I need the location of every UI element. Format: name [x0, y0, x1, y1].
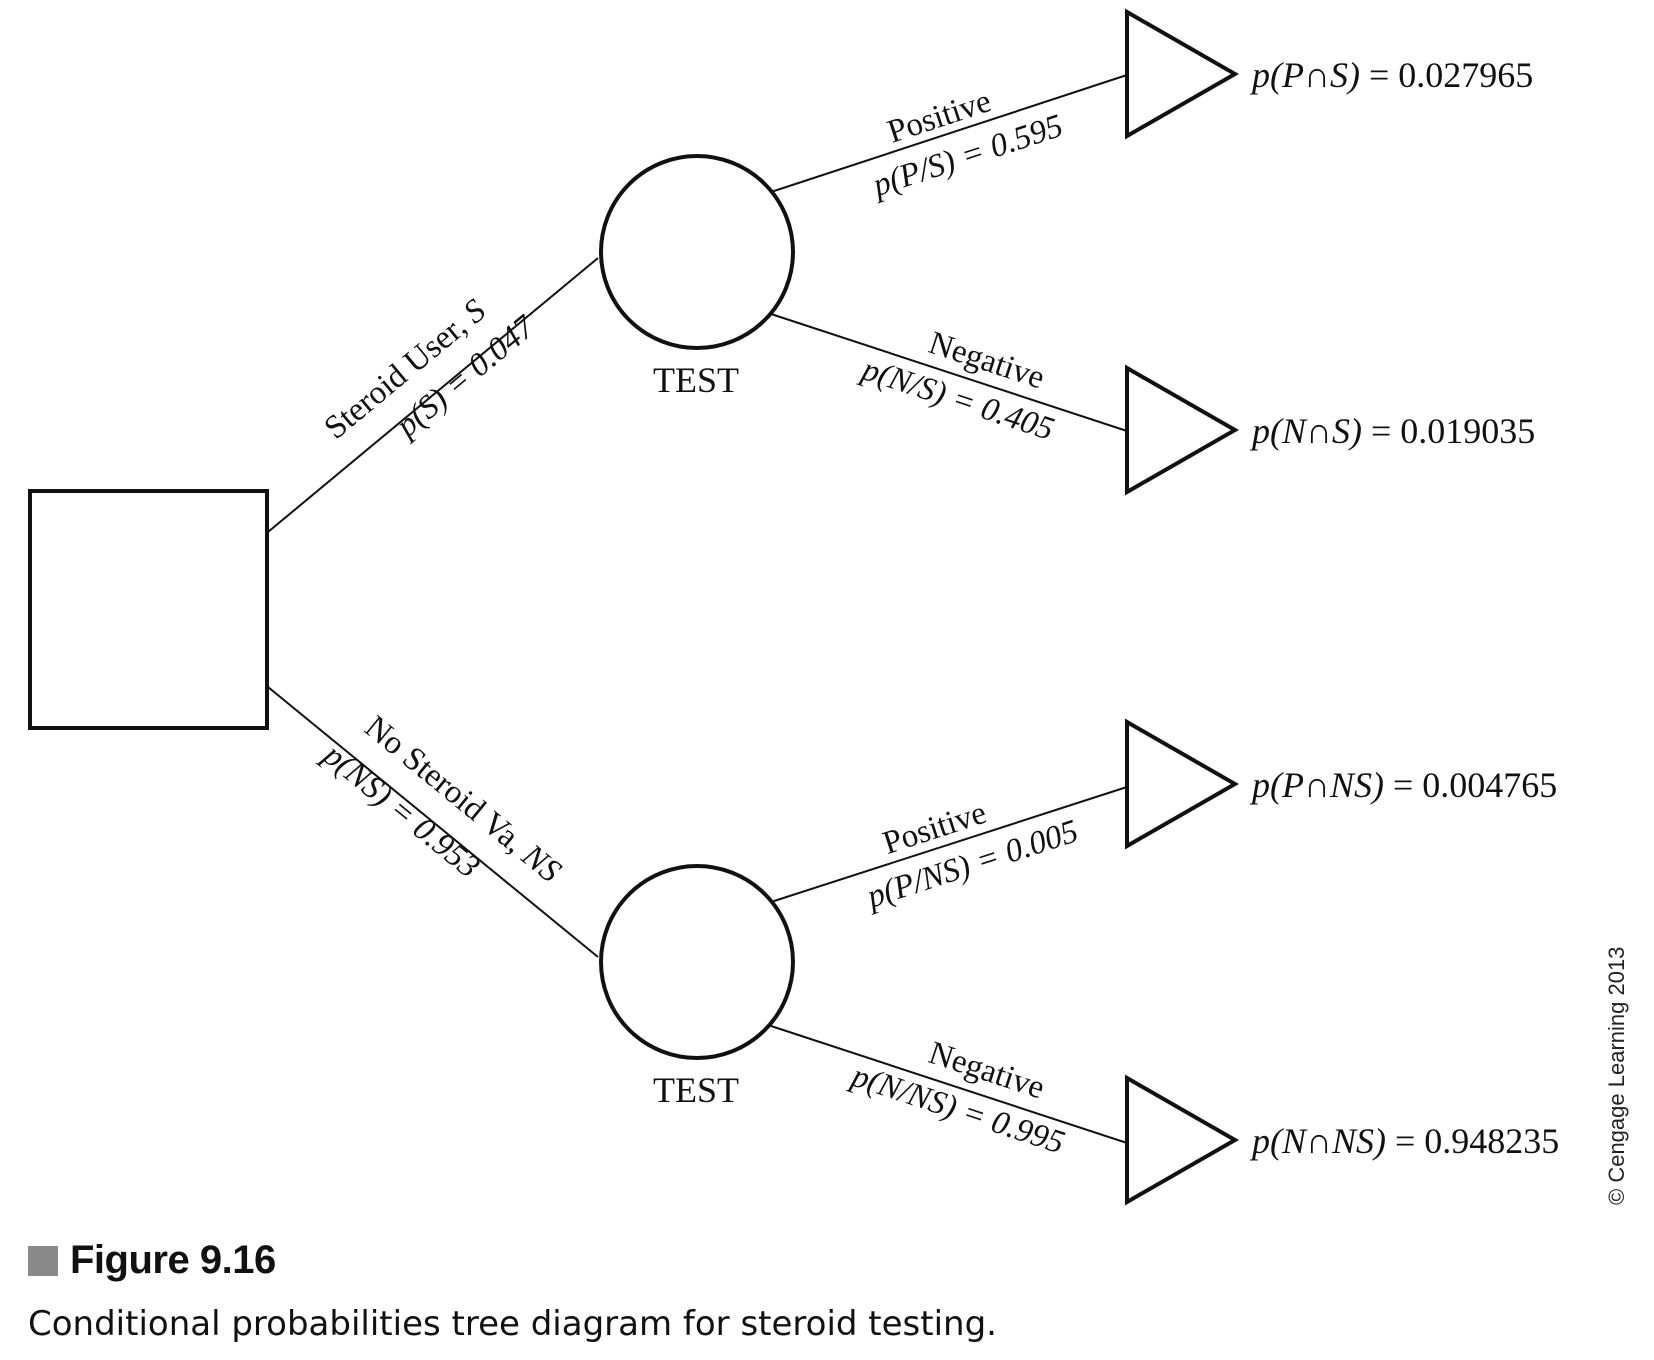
figure-label: Figure 9.16 [28, 1238, 276, 1283]
terminal-node [1125, 1074, 1240, 1206]
edge-root-test2 [267, 686, 599, 958]
edge-test2-positive [770, 785, 1131, 903]
figure-number: Figure 9.16 [70, 1238, 276, 1282]
outcome-n-and-s: p(N∩S) = 0.019035 [1249, 411, 1535, 451]
chance-node-label: TEST [653, 1070, 739, 1110]
edge-test1-positive [770, 73, 1131, 193]
edge-test1-negative [770, 313, 1131, 433]
chance-node-test-1 [599, 154, 795, 350]
outcome-p-and-ns: p(P∩NS) = 0.004765 [1249, 765, 1557, 805]
copyright-notice: © Cengage Learning 2013 [1604, 946, 1629, 1205]
figure-marker-square [28, 1245, 58, 1276]
edge-test2-negative [770, 1025, 1131, 1145]
outcome-n-and-ns: p(N∩NS) = 0.948235 [1249, 1121, 1559, 1161]
decision-node [28, 489, 269, 730]
chance-node-label: TEST [653, 360, 739, 400]
terminal-node [1125, 364, 1240, 496]
edge-root-test1 [267, 257, 599, 533]
outcome-p-and-s: p(P∩S) = 0.027965 [1249, 55, 1533, 95]
terminal-node [1125, 718, 1240, 850]
figure-caption: Conditional probabilities tree diagram f… [28, 1304, 997, 1344]
terminal-node [1125, 8, 1240, 140]
chance-node-test-2 [599, 864, 795, 1060]
